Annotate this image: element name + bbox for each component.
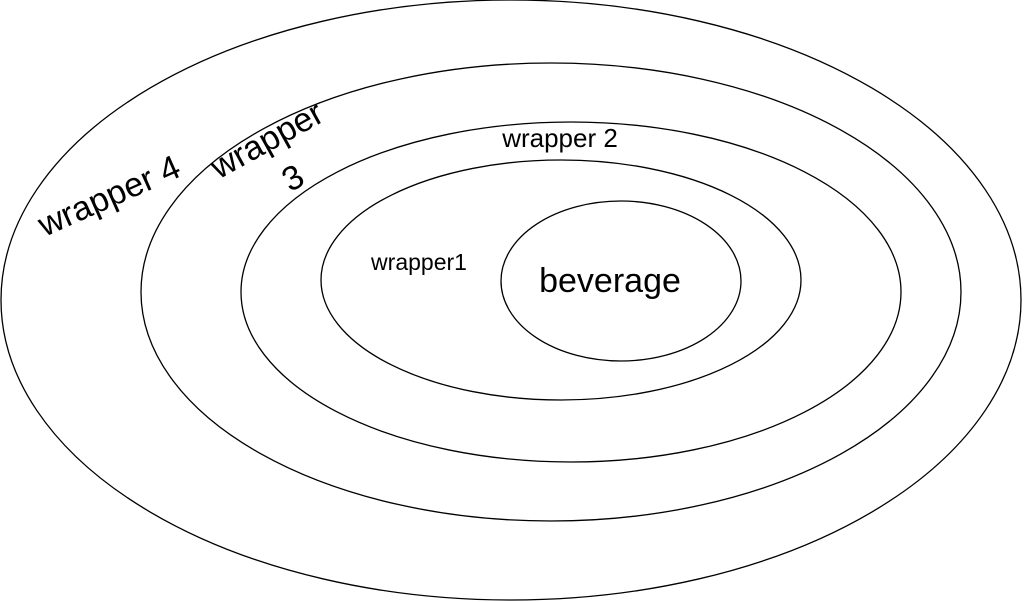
- beverage-label: beverage: [539, 262, 681, 300]
- beverage-ellipse: [500, 200, 742, 362]
- wrapper-1-label: wrapper1: [370, 249, 467, 275]
- wrapper-1-ellipse: [320, 159, 802, 401]
- wrapper-3-ellipse: [140, 62, 962, 522]
- wrapper-3-label-line1: wrapper: [203, 94, 330, 187]
- wrapper-4-label: wrapper 4: [31, 148, 186, 245]
- wrapper-3-label-line2: 3: [276, 157, 311, 199]
- wrapper-2-ellipse: [240, 121, 902, 463]
- wrapper-2-label: wrapper 2: [501, 123, 618, 153]
